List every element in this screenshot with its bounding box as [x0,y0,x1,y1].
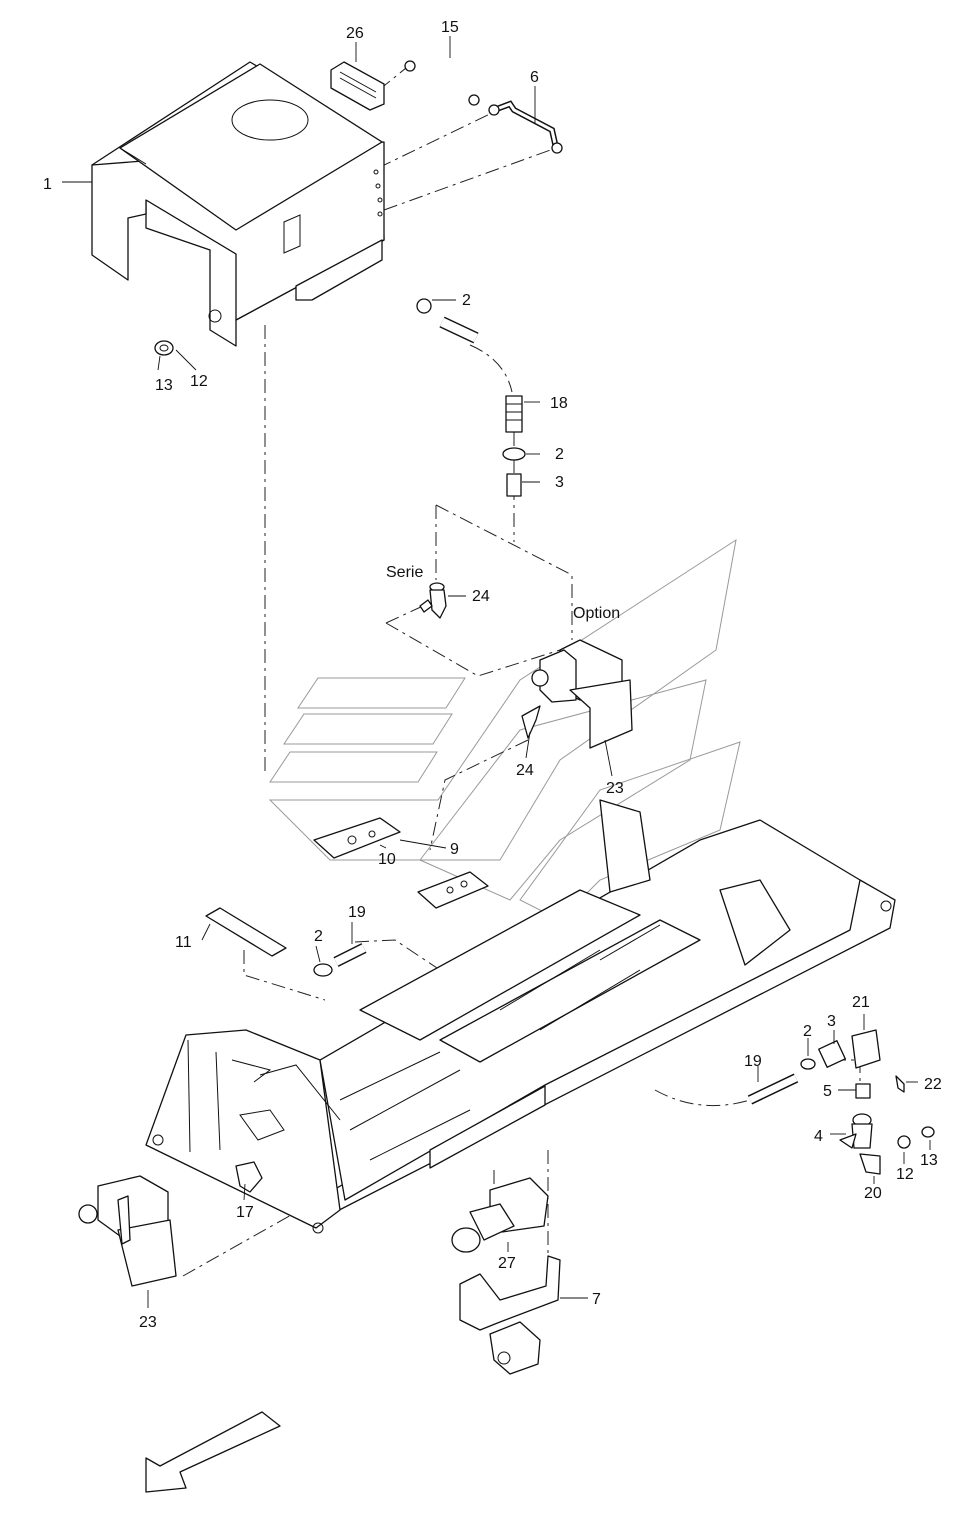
label-part-2-a: 2 [462,292,471,309]
bracket-7 [459,1255,561,1375]
grommet-12-top [154,340,174,356]
direction-arrow [145,1411,281,1493]
label-part-4: 4 [814,1128,823,1145]
label-part-12-a: 12 [190,373,208,390]
label-part-21: 21 [852,994,870,1011]
label-part-19-b: 19 [744,1053,762,1070]
label-part-6: 6 [530,69,539,86]
cover-assembly [91,61,385,347]
assembly-lines [182,67,861,1277]
label-part-23-b: 23 [139,1314,157,1331]
label-part-22: 22 [924,1076,942,1093]
label-part-13-b: 13 [920,1152,938,1169]
plates [205,817,489,957]
label-part-24-b: 24 [516,762,534,779]
hose-15 [404,58,480,106]
vent-26 [330,61,385,111]
label-part-2-b: 2 [555,446,564,463]
valve-23-left [78,1175,177,1287]
fitting-24-serie [419,582,447,619]
watermark-logo [268,538,741,921]
label-part-10: 10 [378,851,396,868]
label-part-2-d: 2 [803,1023,812,1040]
hose-19-left [313,943,367,977]
label-serie: Serie [386,564,423,581]
label-part-17: 17 [236,1204,254,1221]
label-part-3-b: 3 [827,1013,836,1030]
label-part-2-c: 2 [314,928,323,945]
label-part-9: 9 [450,841,459,858]
label-part-11: 11 [175,934,192,951]
hose-6 [488,100,563,154]
label-part-23-a: 23 [606,780,624,797]
label-part-27: 27 [498,1255,516,1272]
label-part-7: 7 [592,1291,601,1308]
fitting-17 [235,1161,263,1193]
pump-27 [451,1177,549,1253]
label-part-26: 26 [346,25,364,42]
part-labels: 1 26 15 6 2 13 12 18 2 3 Serie 24 Option… [43,19,942,1331]
label-part-20: 20 [864,1185,882,1202]
right-fittings [747,1029,935,1175]
leader-lines [62,36,931,1308]
main-frame [145,799,896,1234]
label-option: Option [573,605,620,622]
label-part-24-a: 24 [472,588,490,605]
label-part-18: 18 [550,395,568,412]
valve-option [521,639,633,749]
label-part-15: 15 [441,19,459,36]
label-part-12-b: 12 [896,1166,914,1183]
label-part-19-a: 19 [348,904,366,921]
hose-18-assembly [416,298,526,497]
label-part-13-a: 13 [155,377,173,394]
label-part-5: 5 [823,1083,832,1100]
label-part-1: 1 [43,176,52,193]
label-part-3-a: 3 [555,474,564,491]
